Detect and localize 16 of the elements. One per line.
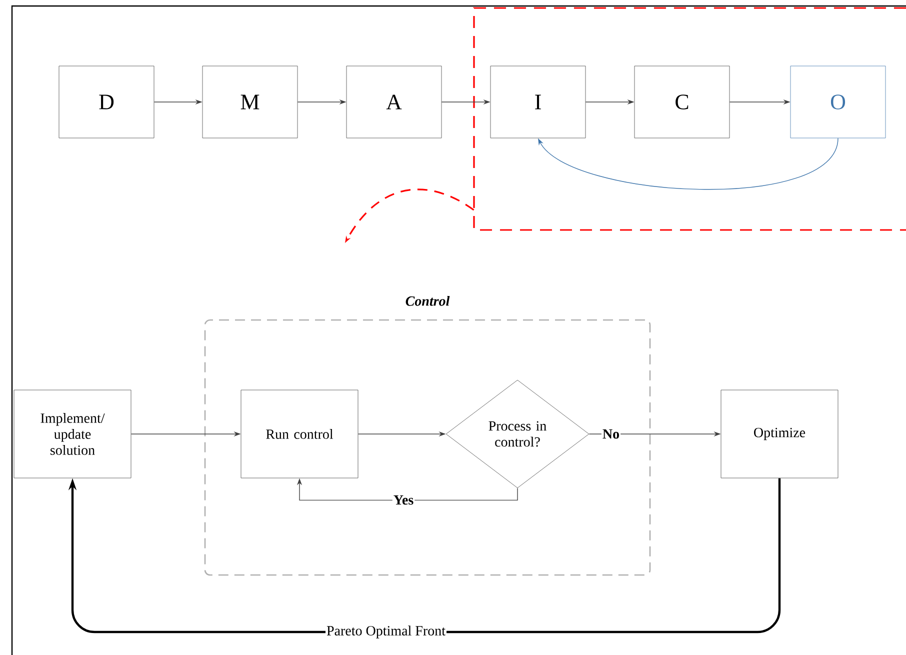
edge-label: No bbox=[601, 428, 621, 440]
arrow bbox=[538, 138, 838, 190]
process-box: I bbox=[490, 66, 586, 138]
process-box: Implement/ update solution bbox=[14, 390, 132, 478]
process-box: Optimize bbox=[720, 390, 838, 478]
node-label: Control bbox=[406, 296, 450, 306]
edge-label: Pareto Optimal Front bbox=[326, 624, 446, 640]
edge-label: Yes bbox=[392, 494, 415, 506]
process-box: D bbox=[58, 66, 154, 138]
process-box: M bbox=[202, 66, 298, 138]
arrow bbox=[68, 478, 781, 634]
process-box: A bbox=[346, 66, 442, 138]
process-box: O bbox=[790, 66, 886, 138]
process-box: Run control bbox=[240, 390, 358, 478]
dashed-region bbox=[473, 7, 906, 231]
process-box: C bbox=[634, 66, 730, 138]
